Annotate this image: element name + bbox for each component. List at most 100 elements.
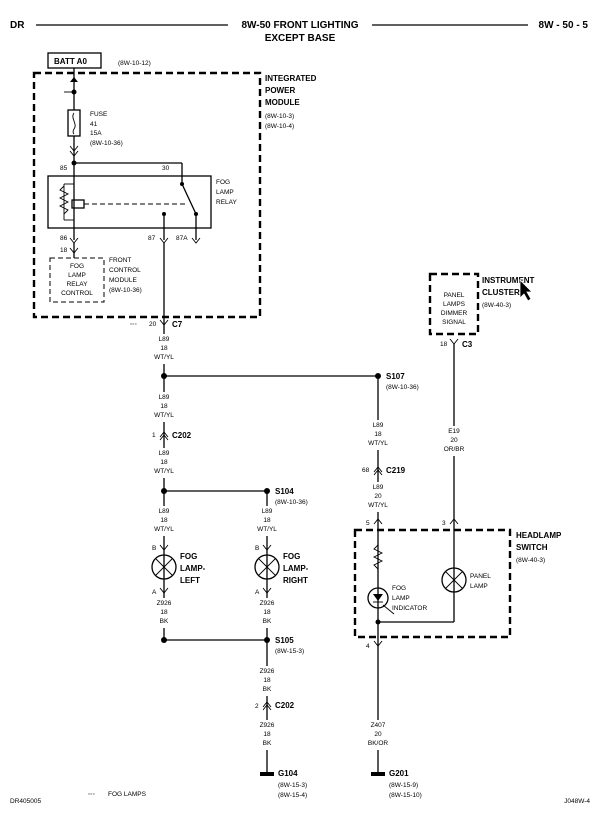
label-bg xyxy=(255,720,279,750)
label-bg xyxy=(366,482,390,512)
hs-ref: (8W-40-3) xyxy=(516,557,545,564)
wire-code: Z926 xyxy=(260,668,275,675)
wire-gauge: 20 xyxy=(450,437,458,444)
connector-chevron-icon xyxy=(159,544,169,551)
panel-lamp-label-2: LAMP xyxy=(470,583,488,590)
relay-87-contact xyxy=(162,212,166,216)
wire-code: Z926 xyxy=(260,722,275,729)
s105-name: S105 xyxy=(275,636,294,645)
g201-ref-2: (8W-15-10) xyxy=(389,792,422,799)
s104-ref: (8W-10-36) xyxy=(275,499,308,506)
ipm-ref-2: (8W-10-4) xyxy=(265,123,294,130)
c219-pin: 68 xyxy=(362,467,370,474)
fcm-ref: (8W-10-36) xyxy=(109,287,142,294)
wire-gauge: 18 xyxy=(374,431,382,438)
fog-left-label-2: LAMP- xyxy=(180,564,206,573)
s107-name: S107 xyxy=(386,372,405,381)
ground-g104-icon xyxy=(260,772,274,776)
label-bg xyxy=(152,506,176,536)
wire-gauge: 18 xyxy=(263,677,271,684)
integrated-power-module-boundary xyxy=(32,71,262,319)
ipm-title-3: MODULE xyxy=(265,98,300,107)
fog-lamps-dots: ◦◦◦ xyxy=(130,321,137,328)
ic-title-2: CLUSTER xyxy=(482,288,520,297)
connector-chevron-icon xyxy=(69,145,79,152)
mouse-cursor-icon xyxy=(519,279,533,302)
headlamp-switch-boundary xyxy=(353,528,512,639)
fog-lamp-indicator-icon xyxy=(367,587,389,609)
g201-ref-1: (8W-15-9) xyxy=(389,782,418,789)
fuse-rating: 15A xyxy=(90,130,102,137)
fcm-box xyxy=(49,257,105,303)
wire-code: L89 xyxy=(373,484,384,491)
fcm-pin-18: 18 xyxy=(60,247,68,254)
indicator-label-3: INDICATOR xyxy=(392,605,427,612)
c202-name-2: C202 xyxy=(275,701,295,710)
wire-code: L89 xyxy=(262,508,273,515)
relay-87a-contact xyxy=(194,212,198,216)
fog-right-label-2: LAMP- xyxy=(283,564,309,573)
wire-gauge: 20 xyxy=(374,493,382,500)
wire-code: L89 xyxy=(159,336,170,343)
relay-label-1: FOG xyxy=(216,179,230,186)
connector-chevron-icon xyxy=(159,431,169,438)
ic-box-4: SIGNAL xyxy=(442,319,466,326)
fog-left-pin-a: A xyxy=(152,589,157,596)
fcm-box-1: FOG xyxy=(70,263,84,270)
connector-chevron-icon xyxy=(373,469,383,476)
s104-name: S104 xyxy=(275,487,294,496)
fuse-element-icon xyxy=(72,112,76,135)
wire-gauge: 18 xyxy=(263,609,271,616)
fog-right-label-1: FOG xyxy=(283,552,300,561)
wire-code: Z926 xyxy=(260,600,275,607)
label-bg xyxy=(152,334,176,364)
wire-gauge: 18 xyxy=(263,731,271,738)
fcm-box-2: LAMP xyxy=(68,272,86,279)
relay-pin-87: 87 xyxy=(148,235,156,242)
fcm-label-3: MODULE xyxy=(109,277,137,284)
relay-pin-87a: 87A xyxy=(176,235,188,242)
connector-chevron-icon xyxy=(262,701,272,708)
wire-code: E19 xyxy=(448,428,460,435)
wire-code: L89 xyxy=(159,450,170,457)
wire-code: L89 xyxy=(159,394,170,401)
label-bg xyxy=(255,598,279,628)
wire-color: WT/YL xyxy=(154,412,174,419)
ground-g201-icon xyxy=(371,772,385,776)
connector-chevron-icon xyxy=(69,247,79,254)
wire-color: WT/YL xyxy=(257,526,277,533)
ipm-ref-1: (8W-10-3) xyxy=(265,113,294,120)
label-bg xyxy=(442,426,466,456)
instrument-cluster-boundary xyxy=(428,272,480,336)
fuse-41-icon xyxy=(67,109,81,137)
hs-title-1: HEADLAMP xyxy=(516,531,562,540)
wire-gauge: 18 xyxy=(160,609,168,616)
fcm-label-2: CONTROL xyxy=(109,267,141,274)
relay-label-3: RELAY xyxy=(216,199,237,206)
wire-color: BK xyxy=(263,686,272,693)
wire-code: L89 xyxy=(373,422,384,429)
header-right: 8W - 50 - 5 xyxy=(539,20,589,31)
label-bg xyxy=(255,506,279,536)
panel-lamp-bulb-icon xyxy=(441,567,467,593)
fcm-box-3: RELAY xyxy=(67,281,88,288)
connector-chevron-icon xyxy=(262,544,272,551)
wire-gauge: 18 xyxy=(160,459,168,466)
connector-chevron-icon xyxy=(449,338,459,345)
ipm-title-2: POWER xyxy=(265,86,295,95)
wire-color: OR/BR xyxy=(444,446,465,453)
header-left: DR xyxy=(10,20,25,31)
label-bg xyxy=(152,392,176,422)
wire-color: WT/YL xyxy=(154,354,174,361)
wire-color: WT/YL xyxy=(368,440,388,447)
wire-color: BK/OR xyxy=(368,740,389,747)
ic-ref: (8W-40-3) xyxy=(482,302,511,309)
s107-ref: (8W-10-36) xyxy=(386,384,419,391)
connector-chevron-icon xyxy=(373,466,383,473)
fuse-label: FUSE xyxy=(90,111,108,118)
relay-pin-85: 85 xyxy=(60,165,68,172)
relay-label-2: LAMP xyxy=(216,189,234,196)
fuse-number: 41 xyxy=(90,121,98,128)
ic-title-1: INSTRUMENT xyxy=(482,276,535,285)
label-bg xyxy=(255,666,279,696)
